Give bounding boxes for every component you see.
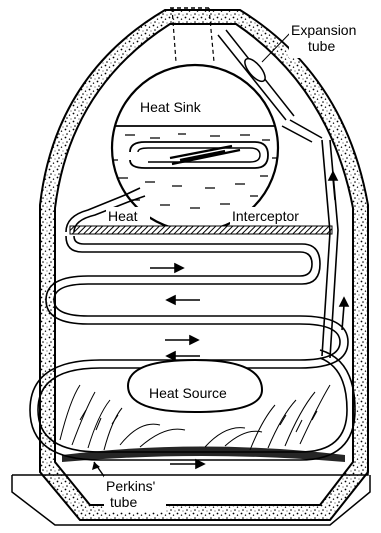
heat-label: Heat <box>108 208 138 224</box>
expansion-tube-label-1: Expansion <box>291 22 356 38</box>
interceptor-label: Interceptor <box>232 208 299 224</box>
heat-interceptor-bar <box>70 226 332 234</box>
heat-source-label: Heat Source <box>149 385 227 401</box>
expansion-tube-label-2: tube <box>308 38 335 54</box>
perkins-tube-label-1: Perkins' <box>106 478 155 494</box>
heat-sink-label: Heat Sink <box>140 99 202 115</box>
perkins-tube-label-2: tube <box>110 494 137 510</box>
